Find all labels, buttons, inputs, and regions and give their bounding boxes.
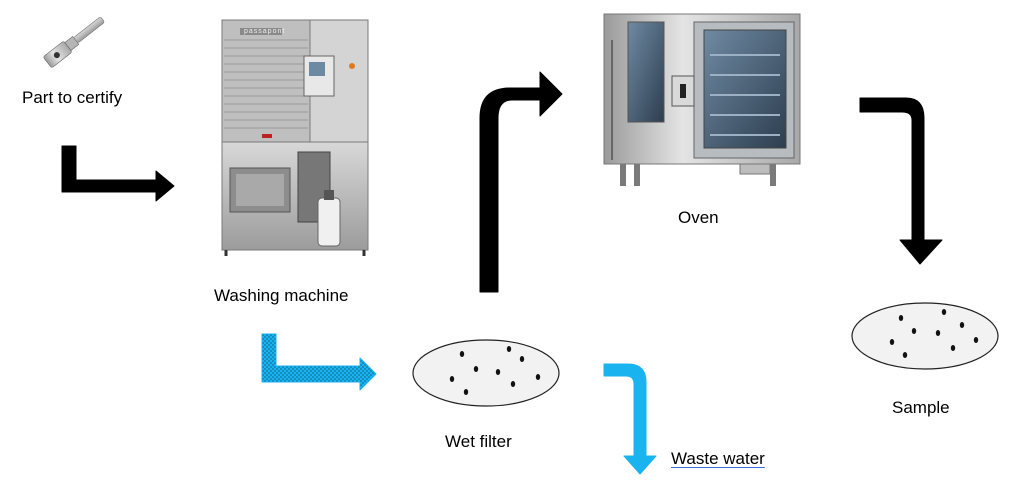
sample-disc-icon	[851, 302, 999, 370]
washing-machine-icon	[221, 19, 369, 256]
flow-arrow-to-washer	[61, 145, 175, 202]
oven-label: Oven	[678, 208, 719, 227]
washer-brand-plate: passapont	[244, 28, 286, 35]
metal-part-icon	[43, 17, 105, 68]
part-label: Part to certify	[22, 88, 123, 107]
oven-icon	[603, 13, 801, 186]
wet-filter-label: Wet filter	[445, 432, 512, 451]
waste-water-label: Waste water	[671, 449, 765, 468]
washer-label: Washing machine	[214, 286, 349, 305]
sample-label: Sample	[892, 398, 950, 417]
filter-disc-icon	[412, 339, 560, 407]
flow-arrow-to-sample	[859, 97, 943, 265]
flow-arrow-to-oven	[479, 71, 563, 293]
water-arrow-to-filter	[261, 333, 377, 391]
water-arrow-waste	[603, 363, 657, 475]
